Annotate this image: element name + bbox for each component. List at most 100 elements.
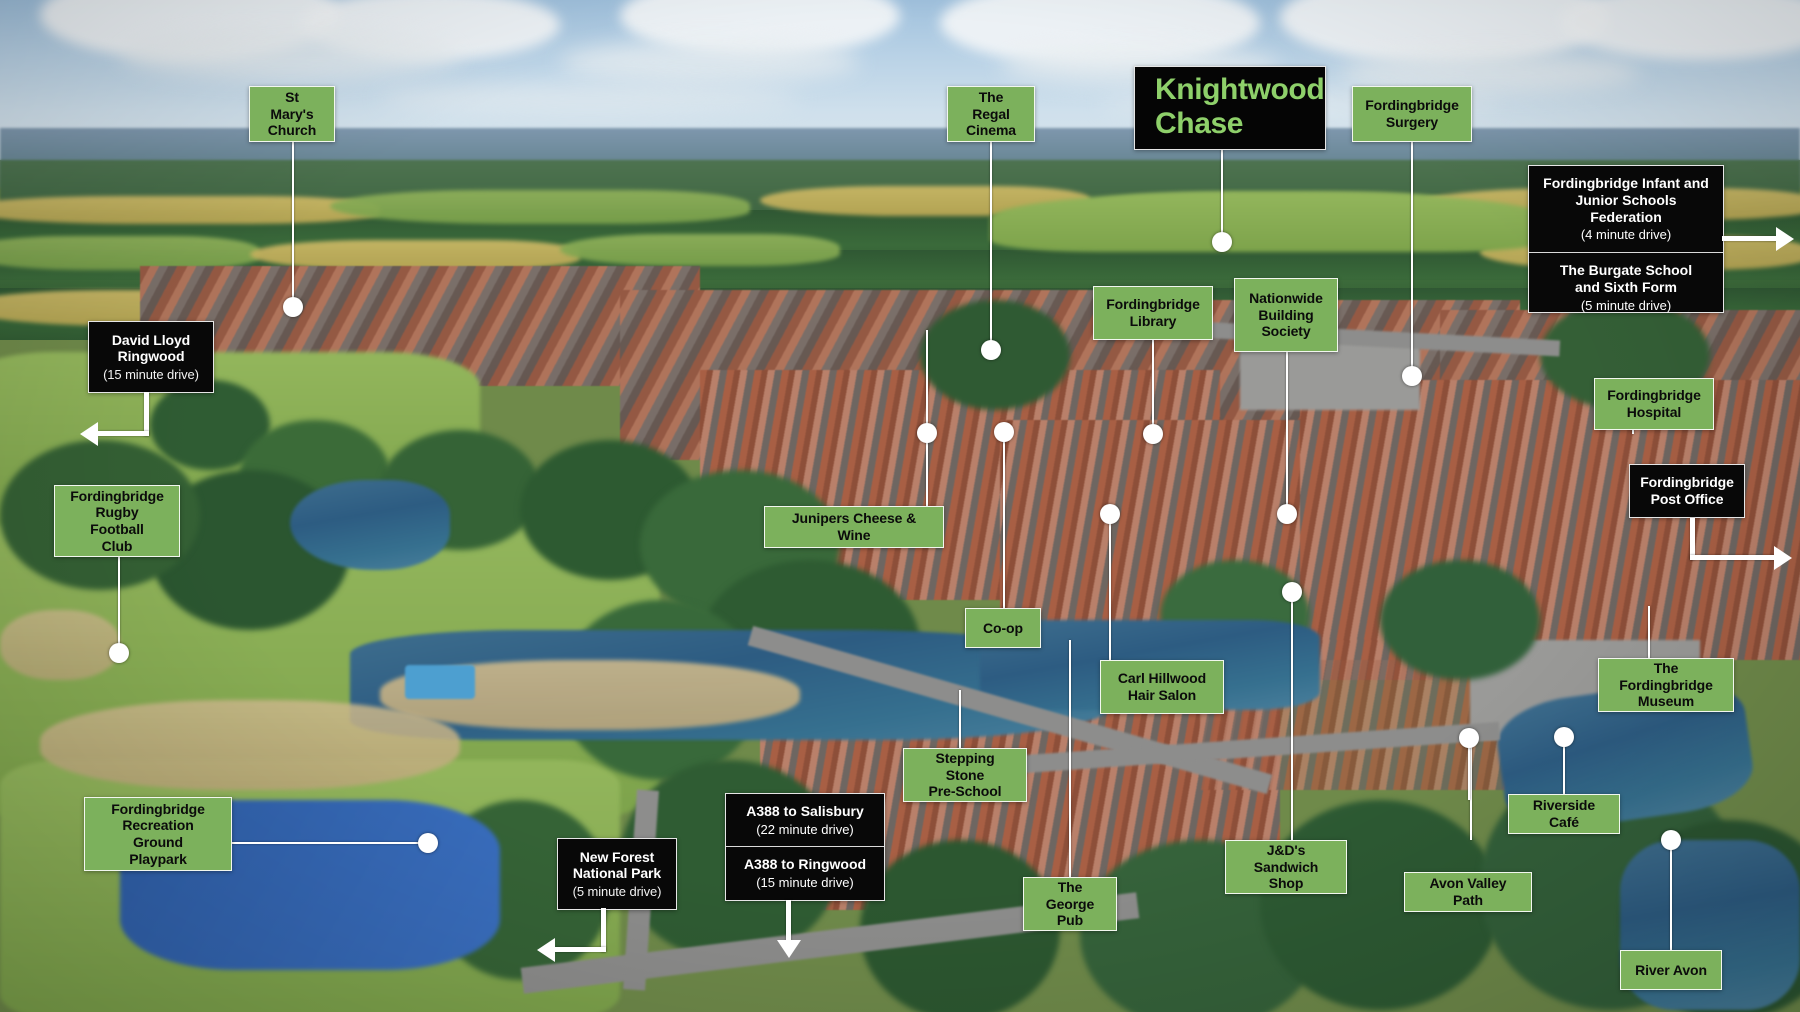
label-line-1: Junipers Cheese & Wine xyxy=(791,510,917,543)
road-cell-salisbury[interactable]: A388 to Salisbury (22 minute drive) xyxy=(726,794,884,846)
label-line-1: The Fordingbridge xyxy=(1619,660,1713,693)
label-line-2: National Park xyxy=(572,865,662,882)
leader-line-fordingbridge-library xyxy=(1152,338,1154,430)
label-river-avon[interactable]: River Avon xyxy=(1620,950,1722,990)
leader-line-riverside-cafe xyxy=(1563,735,1565,795)
map-pin-knightwood-chase[interactable] xyxy=(1212,232,1232,252)
map-pin-river-avon[interactable] xyxy=(1661,830,1681,850)
school-line-2: and Sixth Form xyxy=(1575,278,1677,295)
label-stepping-stone-pre-school[interactable]: Stepping Stone Pre-School xyxy=(903,748,1027,802)
schools-stack-box[interactable]: Fordingbridge Infant and Junior Schools … xyxy=(1528,165,1724,313)
label-line-3: Club xyxy=(101,537,133,554)
label-line-1: Co-op xyxy=(983,619,1023,636)
map-pin-riverside-cafe[interactable] xyxy=(1554,727,1574,747)
label-carl-hillwood-hair-salon[interactable]: Carl Hillwood Hair Salon xyxy=(1100,660,1224,714)
road-line-1: A388 to Salisbury xyxy=(746,803,864,819)
map-pin-recreation-ground[interactable] xyxy=(418,833,438,853)
leader-line-george-pub xyxy=(1069,640,1071,880)
map-pin-nationwide[interactable] xyxy=(1277,504,1297,524)
arrow-right-post-office xyxy=(1690,518,1800,582)
leader-line-museum-2 xyxy=(1468,740,1470,800)
map-pin-fordingbridge-library[interactable] xyxy=(1143,424,1163,444)
leader-line-recreation-ground xyxy=(190,842,430,844)
label-line-2: Pre-School xyxy=(928,783,1002,800)
title-line-1: Knightwood xyxy=(1155,73,1325,107)
label-avon-valley-path[interactable]: Avon Valley Path xyxy=(1404,872,1532,912)
label-junipers-cheese-and-wine[interactable]: Junipers Cheese & Wine xyxy=(764,506,944,548)
label-line-1: The Regal xyxy=(972,89,1010,122)
label-sub: (15 minute drive) xyxy=(103,366,199,382)
page-title: Knightwood Chase xyxy=(1134,66,1326,150)
leader-line-carl-hillwood xyxy=(1109,514,1111,662)
label-line-2: Post Office xyxy=(1650,491,1724,507)
label-david-lloyd-ringwood[interactable]: David Lloyd Ringwood (15 minute drive) xyxy=(88,321,214,393)
label-fordingbridge-recreation-ground-playpark[interactable]: Fordingbridge Recreation Ground Playpark xyxy=(84,797,232,871)
label-line-2: Surgery xyxy=(1385,114,1439,130)
label-line-1: Fordingbridge xyxy=(111,800,205,817)
label-fordingbridge-rugby-football-club[interactable]: Fordingbridge Rugby Football Club xyxy=(54,485,180,557)
label-line-1: St Mary's xyxy=(270,89,314,122)
label-line-1: The George xyxy=(1045,879,1095,912)
label-line-2: Hospital xyxy=(1626,404,1682,420)
label-line-1: Fordingbridge xyxy=(1607,387,1701,404)
label-new-forest-national-park[interactable]: New Forest National Park (5 minute drive… xyxy=(557,838,677,910)
label-the-regal-cinema[interactable]: The Regal Cinema xyxy=(947,86,1035,142)
map-pin-junipers[interactable] xyxy=(917,423,937,443)
arrow-left-new-forest xyxy=(535,908,625,970)
label-line-1: Avon Valley Path xyxy=(1429,875,1507,908)
leader-line-co-op xyxy=(1003,430,1005,610)
label-line-1: J&D's Sandwich xyxy=(1253,842,1319,875)
school-line-1: The Burgate School xyxy=(1559,261,1693,278)
map-pin-carl-hillwood[interactable] xyxy=(1100,504,1120,524)
arrow-right-schools xyxy=(1722,224,1800,254)
label-line-1: David Lloyd xyxy=(111,331,191,348)
school-cell-burgate[interactable]: The Burgate School and Sixth Form (5 min… xyxy=(1529,251,1723,322)
label-line-2: Hair Salon xyxy=(1127,687,1197,703)
title-line-2: Chase xyxy=(1155,107,1244,140)
label-the-george-pub[interactable]: The George Pub xyxy=(1023,877,1117,931)
leader-line-regal-cinema xyxy=(990,140,992,350)
school-line-2: Junior Schools Federation xyxy=(1575,191,1677,225)
label-nationwide-building-society[interactable]: Nationwide Building Society xyxy=(1234,278,1338,352)
map-pin-fordingbridge-surgery[interactable] xyxy=(1402,366,1422,386)
school-sub: (4 minute drive) xyxy=(1580,227,1672,243)
leader-line-junipers xyxy=(926,330,928,510)
label-line-1: River Avon xyxy=(1635,961,1707,978)
label-line-2: Rugby Football xyxy=(90,504,144,537)
label-jd-sandwich-shop[interactable]: J&D's Sandwich Shop xyxy=(1225,840,1347,894)
label-fordingbridge-library[interactable]: Fordingbridge Library xyxy=(1093,286,1213,340)
leader-line-jd-sandwich xyxy=(1291,592,1293,844)
label-line-1: Fordingbridge xyxy=(1365,97,1459,114)
roads-stack-box[interactable]: A388 to Salisbury (22 minute drive) A388… xyxy=(725,793,885,901)
label-the-fordingbridge-museum[interactable]: The Fordingbridge Museum xyxy=(1598,658,1734,712)
label-fordingbridge-post-office[interactable]: Fordingbridge Post Office xyxy=(1629,464,1745,518)
map-pin-st-marys-church[interactable] xyxy=(283,297,303,317)
school-cell-infant-junior[interactable]: Fordingbridge Infant and Junior Schools … xyxy=(1529,166,1723,252)
map-pin-rugby-club[interactable] xyxy=(109,643,129,663)
leader-line-avon-valley-path xyxy=(1470,740,1472,840)
label-riverside-cafe[interactable]: Riverside Café xyxy=(1508,794,1620,834)
label-fordingbridge-hospital[interactable]: Fordingbridge Hospital xyxy=(1594,378,1714,430)
road-line-1: A388 to Ringwood xyxy=(743,856,867,873)
label-line-3: Society xyxy=(1261,323,1311,340)
road-cell-ringwood[interactable]: A388 to Ringwood (15 minute drive) xyxy=(726,846,884,899)
label-line-1: Stepping Stone xyxy=(935,750,995,783)
leader-line-river-avon xyxy=(1670,840,1672,950)
leader-line-stepping-stone xyxy=(959,690,961,750)
arrow-left-david-lloyd-ringwood xyxy=(78,392,168,454)
map-pin-museum[interactable] xyxy=(1459,728,1479,748)
label-line-1: Riverside Café xyxy=(1532,797,1596,830)
map-pin-jd-sandwich[interactable] xyxy=(1282,582,1302,602)
leader-line-knightwood-chase xyxy=(1221,148,1223,242)
label-sub: (5 minute drive) xyxy=(572,883,662,899)
road-sub: (15 minute drive) xyxy=(756,875,854,891)
label-fordingbridge-surgery[interactable]: Fordingbridge Surgery xyxy=(1352,86,1472,142)
map-pin-regal-cinema[interactable] xyxy=(981,340,1001,360)
label-st-marys-church[interactable]: St Mary's Church xyxy=(249,86,335,142)
map-pin-co-op[interactable] xyxy=(994,422,1014,442)
label-line-1: New Forest xyxy=(579,848,655,865)
label-co-op[interactable]: Co-op xyxy=(965,608,1041,648)
school-sub: (5 minute drive) xyxy=(1580,297,1672,313)
